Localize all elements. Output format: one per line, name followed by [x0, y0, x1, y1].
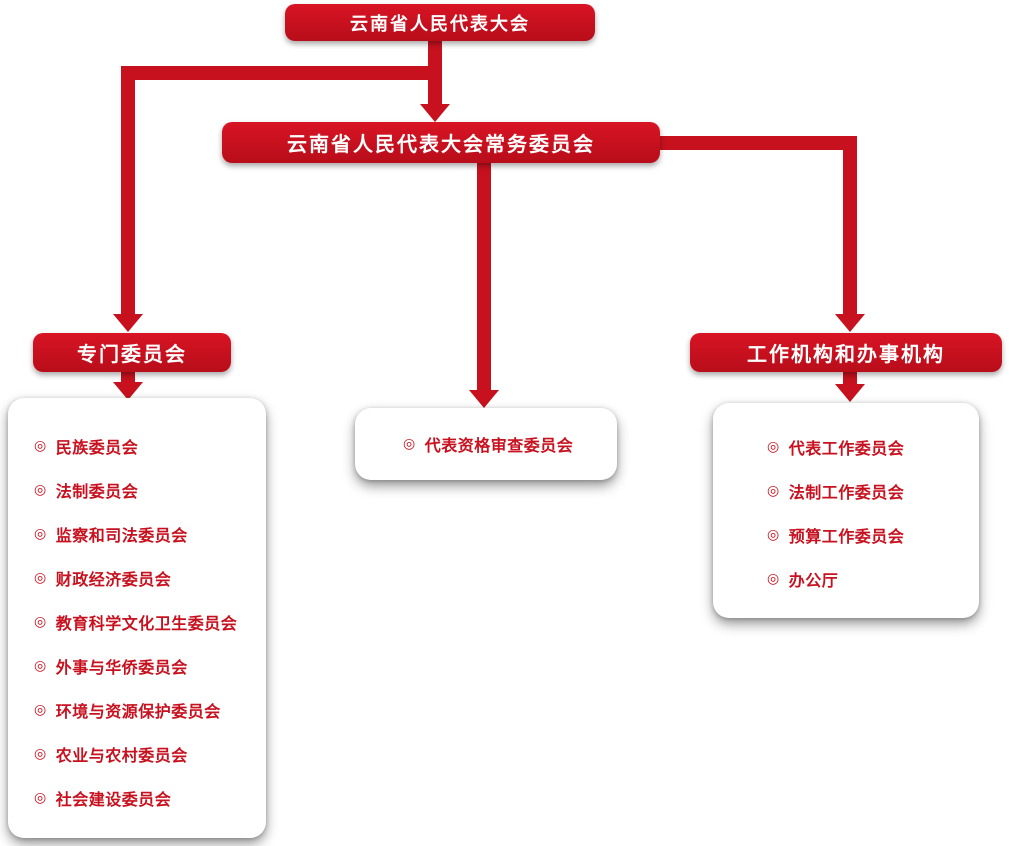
list-item: ◎ 教育科学文化卫生委员会 [34, 600, 266, 644]
bullet-icon: ◎ [34, 438, 47, 454]
bullet-icon: ◎ [34, 614, 47, 630]
list-item: ◎ 办公厅 [767, 557, 979, 601]
connector-left-vertical [121, 66, 135, 318]
list-item-label: 环境与资源保护委员会 [55, 702, 221, 721]
list-item: ◎ 代表工作委员会 [767, 425, 979, 469]
connector-special-stub [121, 371, 135, 384]
arrowhead-into-working-list [835, 384, 865, 402]
bullet-icon: ◎ [34, 658, 47, 674]
list-item-label: 外事与华侨委员会 [55, 658, 188, 677]
node-special-committees-label: 专门委员会 [77, 342, 187, 366]
node-special-committees: 专门委员会 [33, 333, 231, 372]
bullet-icon: ◎ [767, 483, 780, 499]
node-working-bodies-label: 工作机构和办事机构 [747, 342, 945, 366]
list-item: ◎ 预算工作委员会 [767, 513, 979, 557]
list-item-label: 法制委员会 [55, 482, 139, 501]
connector-middle-vertical [477, 160, 491, 392]
bullet-icon: ◎ [767, 571, 780, 587]
list-item-label: 教育科学文化卫生委员会 [55, 614, 238, 633]
bullet-icon: ◎ [767, 527, 780, 543]
list-item-label: 民族委员会 [55, 438, 139, 457]
bullet-icon: ◎ [403, 436, 416, 452]
list-item: ◎ 财政经济委员会 [34, 556, 266, 600]
list-item-label: 代表资格审查委员会 [424, 436, 574, 455]
node-peoples-congress-label: 云南省人民代表大会 [350, 13, 530, 35]
node-peoples-congress: 云南省人民代表大会 [285, 4, 595, 41]
bullet-icon: ◎ [34, 702, 47, 718]
qualification-committee-card: ◎ 代表资格审查委员会 [355, 408, 617, 480]
list-item-label: 社会建设委员会 [55, 790, 172, 809]
connector-right-horizontal [648, 136, 857, 150]
list-item: ◎ 代表资格审查委员会 [403, 422, 617, 466]
list-item: ◎ 环境与资源保护委员会 [34, 688, 266, 732]
list-item-label: 法制工作委员会 [788, 483, 905, 502]
working-bodies-card: ◎ 代表工作委员会 ◎ 法制工作委员会 ◎ 预算工作委员会 ◎ 办公厅 [713, 403, 979, 618]
list-item: ◎ 外事与华侨委员会 [34, 644, 266, 688]
bullet-icon: ◎ [34, 790, 47, 806]
bullet-icon: ◎ [34, 746, 47, 762]
list-item-label: 农业与农村委员会 [55, 746, 188, 765]
list-item-label: 办公厅 [788, 571, 839, 590]
bullet-icon: ◎ [34, 570, 47, 586]
arrowhead-into-special-committees [113, 314, 143, 332]
list-item-label: 代表工作委员会 [788, 439, 905, 458]
arrowhead-into-qualification-list [469, 390, 499, 408]
list-item-label: 财政经济委员会 [55, 570, 172, 589]
bullet-icon: ◎ [34, 482, 47, 498]
list-item: ◎ 法制委员会 [34, 468, 266, 512]
list-item-label: 预算工作委员会 [788, 527, 905, 546]
connector-working-stub [843, 371, 857, 384]
list-item: ◎ 社会建设委员会 [34, 776, 266, 820]
list-item: ◎ 法制工作委员会 [767, 469, 979, 513]
node-standing-committee: 云南省人民代表大会常务委员会 [222, 122, 660, 163]
special-committees-card: ◎ 民族委员会 ◎ 法制委员会 ◎ 监察和司法委员会 ◎ 财政经济委员会 ◎ 教… [8, 398, 266, 838]
node-working-bodies: 工作机构和办事机构 [690, 333, 1002, 372]
arrowhead-into-standing-committee [420, 104, 450, 122]
list-item: ◎ 监察和司法委员会 [34, 512, 266, 556]
list-item-label: 监察和司法委员会 [55, 526, 188, 545]
connector-left-horizontal [121, 66, 442, 80]
arrowhead-into-special-list [113, 382, 143, 400]
node-standing-committee-label: 云南省人民代表大会常务委员会 [287, 132, 595, 156]
connector-right-vertical [843, 136, 857, 318]
arrowhead-into-working-bodies [835, 314, 865, 332]
bullet-icon: ◎ [34, 526, 47, 542]
list-item: ◎ 民族委员会 [34, 424, 266, 468]
bullet-icon: ◎ [767, 439, 780, 455]
list-item: ◎ 农业与农村委员会 [34, 732, 266, 776]
